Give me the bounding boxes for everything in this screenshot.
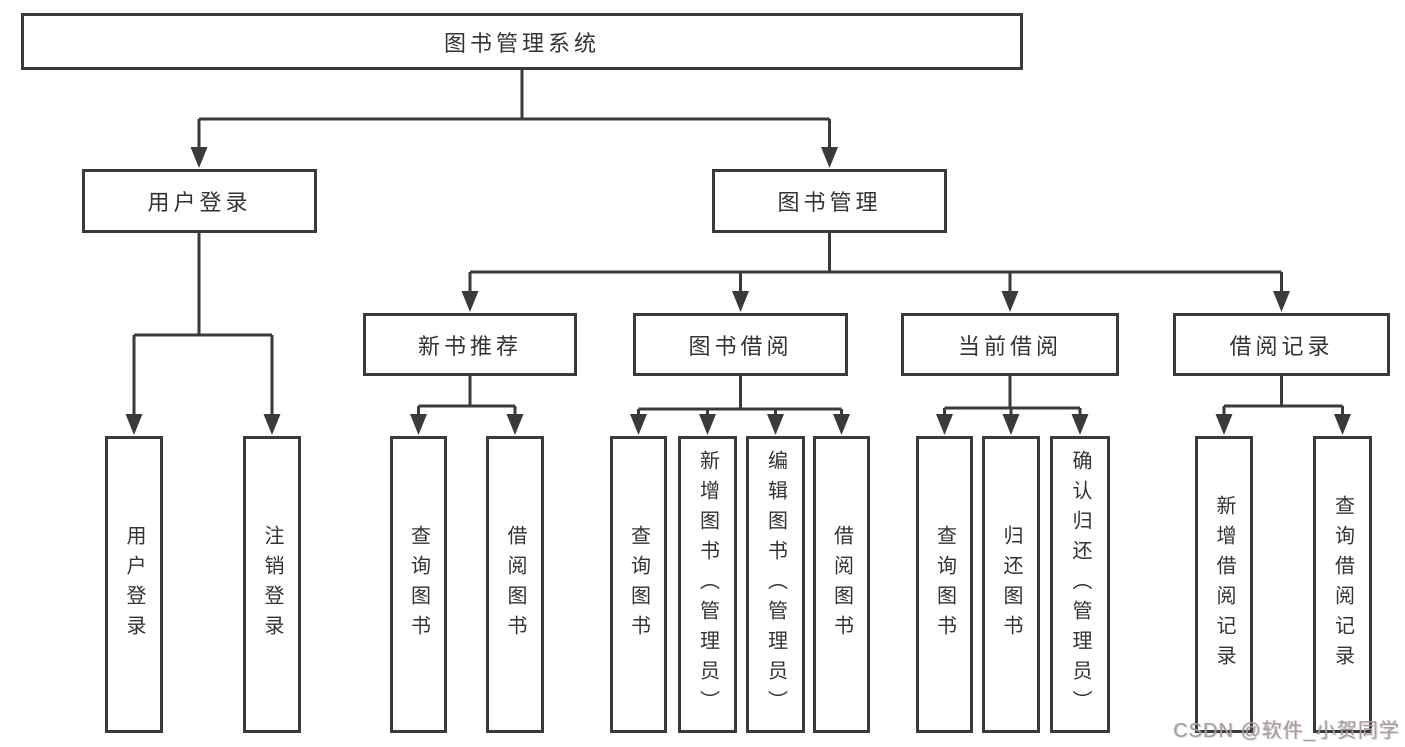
node-library-system: 图书管理系统: [21, 13, 1023, 70]
node-user-login: 用户登录: [82, 169, 317, 233]
leaf-current-return-books: 归还图书: [982, 436, 1040, 733]
csdn-watermark: CSDN @软件_小贺同学: [1173, 720, 1400, 742]
node-new-book-recommend: 新书推荐: [363, 313, 577, 376]
leaf-borrow-add-books-admin: 新增图书（管理员）: [678, 436, 737, 733]
node-book-management: 图书管理: [712, 169, 947, 233]
leaf-records-add-record-label: 新增借阅记录: [1213, 494, 1235, 675]
leaf-logout-label: 注销登录: [261, 524, 283, 645]
leaf-current-confirm-return-admin-label: 确认归还（管理员）: [1069, 449, 1091, 720]
leaf-records-add-record: 新增借阅记录: [1195, 436, 1253, 733]
node-current-borrow: 当前借阅: [901, 313, 1119, 376]
leaf-borrow-edit-books-admin: 编辑图书（管理员）: [746, 436, 805, 733]
leaf-user-login: 用户登录: [105, 436, 163, 733]
leaf-user-login-label: 用户登录: [123, 524, 145, 645]
leaf-borrow-borrow-books-label: 借阅图书: [830, 524, 853, 645]
leaf-recommend-query-books-label: 查询图书: [407, 524, 430, 645]
leaf-current-query-books: 查询图书: [916, 436, 973, 733]
leaf-current-return-books-label: 归还图书: [1000, 524, 1022, 645]
leaf-records-query-record-label: 查询借阅记录: [1331, 494, 1354, 675]
leaf-borrow-add-books-admin-label: 新增图书（管理员）: [696, 449, 719, 720]
leaf-borrow-query-books: 查询图书: [610, 436, 667, 733]
leaf-logout: 注销登录: [243, 436, 301, 733]
leaf-recommend-query-books: 查询图书: [390, 436, 447, 733]
leaf-records-query-record: 查询借阅记录: [1313, 436, 1372, 733]
leaf-current-confirm-return-admin: 确认归还（管理员）: [1050, 436, 1110, 733]
leaf-recommend-borrow-books: 借阅图书: [486, 436, 544, 733]
leaf-borrow-edit-books-admin-label: 编辑图书（管理员）: [764, 449, 787, 720]
leaf-current-query-books-label: 查询图书: [933, 524, 956, 645]
node-book-borrow: 图书借阅: [633, 313, 848, 376]
leaf-borrow-query-books-label: 查询图书: [627, 524, 650, 645]
leaf-recommend-borrow-books-label: 借阅图书: [504, 524, 526, 645]
node-borrow-records: 借阅记录: [1173, 313, 1390, 376]
leaf-borrow-borrow-books: 借阅图书: [813, 436, 870, 733]
